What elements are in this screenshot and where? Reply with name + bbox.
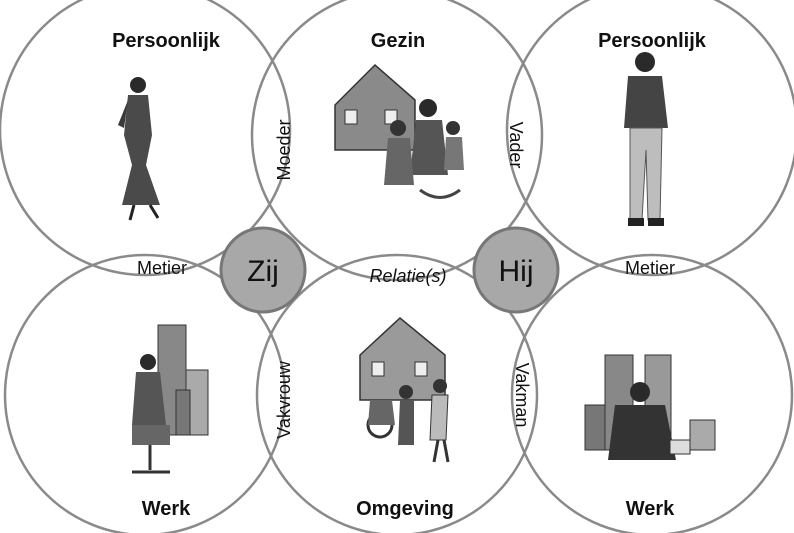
circle-gezin: [250, 0, 544, 282]
circle-persoonlijk-left: [0, 0, 292, 277]
title-persoonlijk-left: Persoonlijk: [112, 30, 221, 52]
label-vakvrouw: Vakvrouw: [274, 360, 294, 439]
label-vakman: Vakman: [512, 363, 532, 428]
circle-werk-right: [510, 253, 794, 533]
label-metier-left: Metier: [137, 258, 187, 278]
label-vader: Vader: [506, 122, 526, 169]
businesswoman-city-illustration: [132, 324, 209, 474]
woman-illustration: [118, 77, 160, 221]
circle-persoonlijk-right: [505, 0, 794, 277]
hub-zij: [219, 226, 307, 314]
title-werk-right: Werk: [626, 498, 675, 520]
title-persoonlijk-right: Persoonlijk: [598, 30, 707, 52]
businessman-city-illustration: [584, 354, 716, 460]
title-gezin: Gezin: [371, 30, 425, 52]
neighborhood-illustration: [359, 317, 450, 463]
hub-zij-label: Zij: [247, 255, 279, 288]
hub-hij-label: Hij: [499, 255, 534, 288]
title-omgeving: Omgeving: [356, 498, 454, 520]
man-illustration: [624, 52, 668, 226]
label-relaties: Relatie(s): [369, 266, 446, 286]
label-moeder: Moeder: [274, 119, 294, 180]
circle-werk-left: [3, 253, 287, 533]
title-werk-left: Werk: [142, 498, 191, 520]
hub-hij: [472, 226, 560, 314]
label-metier-right: Metier: [625, 258, 675, 278]
family-house-illustration: [334, 63, 464, 199]
circle-omgeving: [255, 253, 539, 533]
